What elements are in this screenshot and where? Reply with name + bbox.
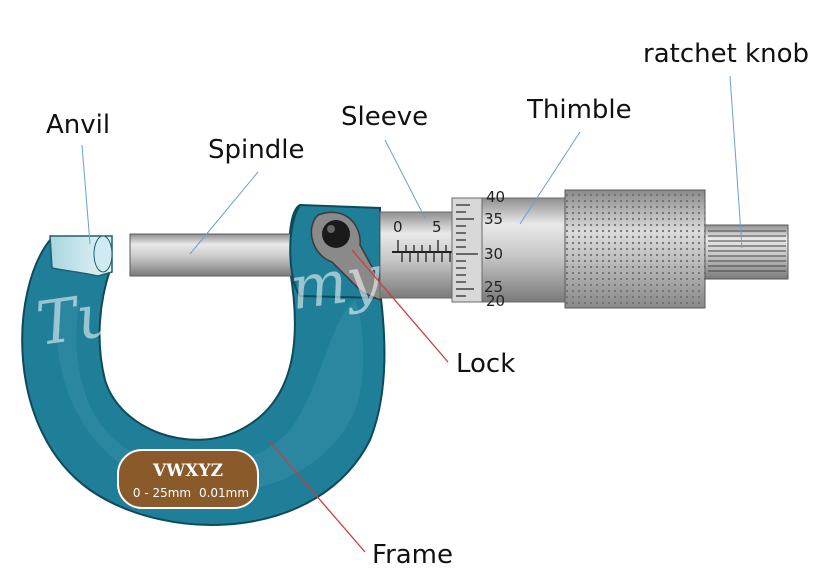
leader-sleeve (384, 139, 426, 219)
leader-frame (269, 441, 366, 553)
spindle (129, 233, 296, 277)
name-plate: VWXYZ 0 - 25mm 0.01mm (117, 449, 259, 509)
anvil (49, 235, 113, 277)
label-sleeve: Sleeve (341, 102, 428, 132)
thimble-ticks (456, 204, 478, 297)
plate-resolution: 0.01mm (199, 486, 249, 500)
thimble-scale-20: 20 (486, 292, 505, 310)
ratchet-knob (704, 224, 789, 280)
sleeve-scale-zero: 0 (393, 218, 403, 236)
leader-thimble (519, 131, 581, 225)
leader-lock (351, 249, 449, 363)
lock (310, 211, 383, 302)
leader-lines (81, 75, 743, 553)
label-ratchet-knob: ratchet knob (643, 39, 809, 69)
sleeve-scale-five: 5 (432, 218, 442, 236)
label-anvil: Anvil (46, 110, 110, 140)
leader-anvil (81, 144, 91, 245)
label-lock: Lock (456, 349, 515, 379)
thimble-scale-25: 25 (484, 278, 503, 296)
leader-ratchet (729, 75, 743, 249)
label-frame: Frame (372, 540, 453, 570)
plate-range: 0 - 25mm (133, 486, 191, 500)
thimble-scale-30: 30 (484, 245, 503, 263)
label-thimble: Thimble (526, 95, 632, 125)
label-spindle: Spindle (208, 135, 304, 165)
plate-brand: VWXYZ (152, 461, 223, 481)
thimble: 40 35 30 25 20 (451, 188, 566, 310)
leader-spindle (189, 171, 259, 255)
thimble-scale-40: 40 (486, 188, 505, 206)
thimble-scale-35: 35 (484, 210, 503, 228)
thimble-grip (564, 189, 706, 309)
sleeve-ticks (397, 240, 455, 262)
